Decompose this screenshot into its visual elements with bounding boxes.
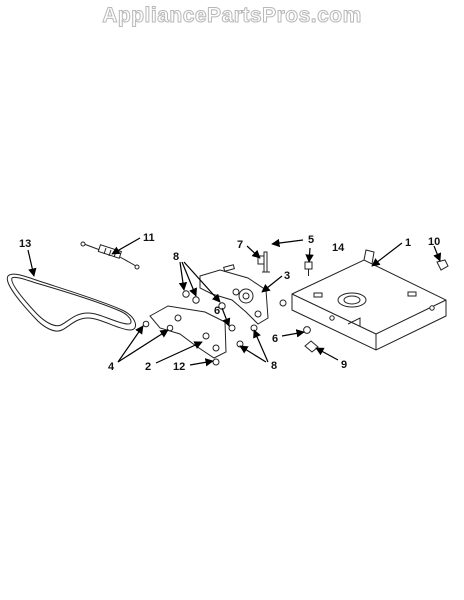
callout-13: 13 (19, 238, 31, 250)
site-watermark: AppliancePartsPros.com (102, 4, 362, 28)
idler-bracket-front (149, 305, 227, 359)
callout-8-upper: 8 (173, 251, 179, 263)
idler-bracket-rear (199, 269, 269, 325)
callout-1: 1 (405, 237, 411, 249)
callout-8-lower: 8 (271, 360, 277, 372)
callout-3: 3 (284, 270, 290, 282)
mounting-plate (291, 249, 447, 351)
callout-leaders (27, 237, 442, 367)
callout-4: 4 (108, 361, 115, 373)
callout-5: 5 (308, 234, 314, 246)
tension-spring (80, 241, 140, 270)
drive-belt (6, 273, 137, 332)
mounting-hardware (142, 251, 449, 366)
callout-12: 12 (173, 361, 185, 373)
callout-7: 7 (237, 239, 243, 251)
callout-6-left: 6 (214, 305, 220, 317)
callout-2: 2 (145, 361, 151, 373)
callout-10: 10 (428, 236, 440, 248)
callout-6-right: 6 (272, 333, 278, 345)
callout-14: 14 (332, 242, 345, 254)
callout-9: 9 (341, 359, 347, 371)
callout-labels: 13 11 8 7 5 14 3 1 10 4 2 12 6 8 6 9 (19, 232, 440, 373)
callout-11: 11 (143, 232, 155, 244)
